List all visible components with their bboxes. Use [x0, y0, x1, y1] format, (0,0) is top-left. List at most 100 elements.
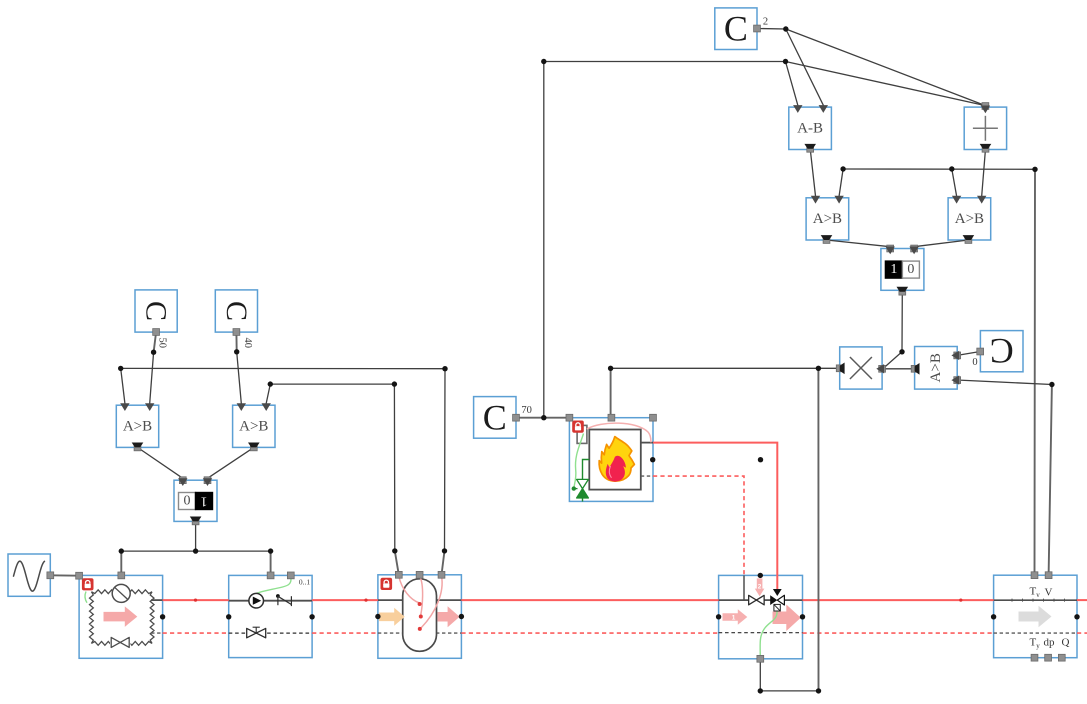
port-anchor	[152, 328, 160, 336]
controlled-lock-icon	[81, 578, 94, 591]
junction-dot	[375, 613, 381, 620]
const-40[interactable]: C	[214, 289, 259, 333]
wire-multiply-to-boiler[interactable]	[609, 367, 841, 419]
wire-flipflop-left-to-pump[interactable]	[194, 550, 272, 577]
const-2-label: C	[724, 9, 748, 49]
const-50[interactable]: C	[134, 289, 178, 333]
wire-add-to-greater-r2-b[interactable]	[981, 148, 987, 197]
input-arrow	[793, 105, 803, 113]
junction-dot	[441, 548, 448, 554]
wire-measure-tv-to-greater-r1-b[interactable]	[838, 168, 844, 197]
pump-unit[interactable]	[227, 574, 313, 659]
output-marker	[914, 363, 920, 375]
wire-node70-up[interactable]	[543, 60, 787, 419]
wire-measure-tv-to-greater-r2-a[interactable]	[951, 168, 958, 197]
junction-dot	[392, 548, 398, 554]
greater-left-2-label: A>B	[239, 418, 268, 434]
valve-port2-arrow: 2	[754, 578, 765, 597]
input-arrow	[120, 403, 130, 411]
add[interactable]	[963, 106, 1008, 151]
wire-tank-sensor-right-to-greater-l1-a[interactable]	[120, 367, 446, 576]
multiply[interactable]	[838, 346, 883, 390]
greater-right-2[interactable]: A>B	[947, 197, 992, 241]
wire-greater-r1-to-flipflop-right[interactable]	[825, 239, 891, 248]
wire-flipflop-left-to-heat-source[interactable]	[120, 550, 197, 577]
svg-text:dp: dp	[1044, 637, 1056, 649]
wire-subtract-to-greater-r1-a[interactable]	[809, 148, 817, 197]
controlled-lock-icon	[380, 577, 393, 590]
svg-text:2: 2	[758, 584, 762, 591]
supply-pipe[interactable]	[653, 441, 779, 590]
wire-greater-r2-to-flipflop-right[interactable]	[913, 239, 970, 248]
wire-node70-to-add[interactable]	[784, 60, 987, 107]
greater-right-1-label: A>B	[813, 211, 842, 227]
heat-source[interactable]	[78, 574, 164, 660]
supply-into-valve-arrow	[772, 589, 782, 596]
greater-left-2[interactable]: A>B	[231, 404, 276, 449]
boiler[interactable]	[568, 416, 654, 503]
junction-dot	[799, 614, 806, 620]
junction-dot	[949, 166, 955, 172]
const-0[interactable]: C	[979, 329, 1024, 373]
port-anchor	[1058, 653, 1066, 662]
junction-dot	[782, 58, 789, 65]
wire-const2-out[interactable]	[756, 27, 787, 30]
junction-dot	[650, 457, 656, 463]
storage-tank[interactable]	[377, 574, 463, 660]
wire-measure-tv-up[interactable]	[842, 168, 1036, 577]
pipe-node-dot	[364, 598, 368, 602]
greater-rotated[interactable]: A>B	[913, 345, 958, 390]
junction-dot	[150, 349, 157, 355]
junction-dot	[118, 365, 124, 372]
output-marker	[820, 235, 833, 240]
flipflop-state-digit: 1	[201, 494, 208, 509]
junction-dot	[226, 614, 232, 620]
three-way-valve[interactable]: 12	[717, 574, 804, 660]
greater-right-1[interactable]: A>B	[805, 197, 850, 241]
output-marker	[962, 235, 975, 240]
wire-const2-to-subtract-b[interactable]	[785, 28, 824, 106]
controlled-lock-icon	[572, 420, 584, 433]
wire-measure-v-to-greater-rotated[interactable]	[958, 379, 1053, 577]
wire-multiply-to-valve[interactable]	[759, 367, 820, 692]
greater-left-1[interactable]: A>B	[115, 404, 160, 449]
output-marker	[839, 362, 845, 375]
wire-greater-l1-to-flipflop-left[interactable]	[136, 446, 184, 479]
greater-right-2-label: A>B	[955, 211, 984, 227]
flipflop-state-digit: 1	[890, 262, 897, 277]
junction-dot	[783, 26, 789, 32]
const-70[interactable]: C	[472, 395, 517, 439]
wire-node70-to-subtract-a[interactable]	[784, 60, 799, 106]
svg-text:V: V	[1045, 587, 1053, 599]
sine-source[interactable]	[7, 553, 52, 598]
return-pipe[interactable]	[653, 475, 745, 575]
port-anchor	[649, 413, 657, 422]
wire-greater-l2-to-flipflop-left[interactable]	[206, 446, 255, 479]
input-arrow	[977, 195, 987, 204]
mixing-valve-icon	[748, 594, 765, 606]
port-anchor	[437, 571, 446, 579]
input-arrow	[145, 403, 155, 411]
junction-dot	[899, 349, 905, 355]
wire-const2-to-add[interactable]	[785, 28, 987, 107]
input-arrow	[261, 403, 271, 411]
junction-dot	[1032, 166, 1038, 172]
check-valve-icon	[276, 594, 292, 607]
const-2[interactable]: C	[714, 7, 758, 51]
port-anchor	[1044, 653, 1052, 662]
svg-text:Ty: Ty	[1030, 637, 1041, 651]
junction-dot	[757, 688, 763, 694]
wire-flipflop-right-to-multiply[interactable]	[883, 291, 903, 368]
junction-dot	[715, 614, 722, 620]
input-arrow	[909, 246, 919, 255]
input-arrow	[951, 350, 960, 361]
junction-dot	[840, 166, 846, 172]
flow-arrow-down	[754, 578, 765, 597]
port-anchor	[117, 571, 126, 580]
subtract[interactable]: A-B	[788, 106, 833, 151]
green-control-curve	[84, 591, 88, 604]
wire-tank-sensor-left-to-greater-l2-b[interactable]	[265, 383, 400, 576]
